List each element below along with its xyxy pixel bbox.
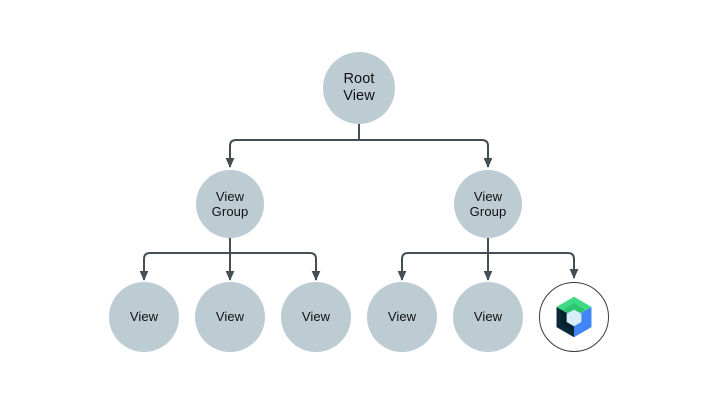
node-view-3-label: View (301, 309, 331, 325)
edge-root-to-group-right (359, 139, 493, 169)
node-compose-logo[interactable] (539, 282, 609, 352)
edge-root-to-group-left (225, 139, 359, 169)
edge-group-right-to-view-4 (397, 252, 488, 282)
node-view-2[interactable]: View (195, 282, 265, 352)
node-view-5[interactable]: View (453, 282, 523, 352)
node-view-group-left-label: View Group (211, 188, 249, 219)
node-view-group-right-label: View Group (469, 188, 507, 219)
node-view-group-left[interactable]: View Group (196, 170, 264, 238)
node-view-group-right[interactable]: View Group (454, 170, 522, 238)
edge-group-left-to-view-3 (230, 252, 321, 282)
node-root-view[interactable]: Root View (323, 52, 395, 124)
node-view-1-label: View (129, 309, 159, 325)
edge-group-right-to-compose-logo (488, 252, 579, 280)
node-view-2-label: View (215, 309, 245, 325)
node-view-3[interactable]: View (281, 282, 351, 352)
node-view-5-label: View (473, 309, 503, 325)
node-view-4-label: View (387, 309, 417, 325)
node-view-1[interactable]: View (109, 282, 179, 352)
edge-group-left-to-view-1 (139, 252, 230, 282)
jetpack-compose-logo-icon (551, 294, 597, 340)
node-root-view-label: Root View (343, 70, 375, 104)
node-view-4[interactable]: View (367, 282, 437, 352)
